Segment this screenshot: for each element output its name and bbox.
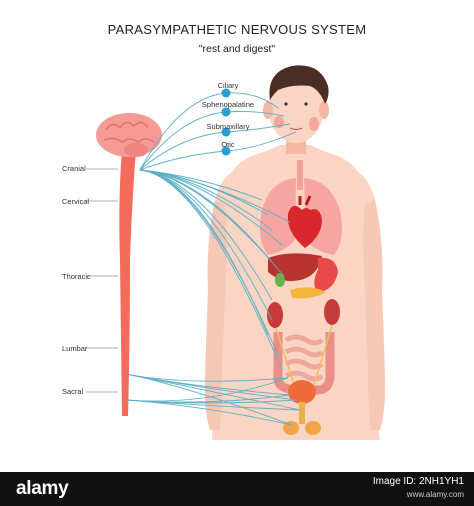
diagram-title: PARASYMPATHETIC NERVOUS SYSTEM	[107, 22, 367, 37]
ganglion-node	[221, 146, 231, 156]
cranial-nerve-to-face	[225, 123, 291, 133]
right-kidney	[324, 299, 340, 325]
cranial-nerve-fiber	[139, 150, 227, 171]
vagus-nerve-fiber	[139, 169, 283, 371]
label-ciliary: Ciliary	[217, 81, 239, 90]
cranial-nerve-to-face	[225, 92, 279, 109]
diagram-canvas	[86, 65, 386, 440]
cranial-nerve-to-face	[225, 131, 297, 152]
label-lumbar: Lumbar	[62, 344, 88, 353]
label-sacral: Sacral	[62, 387, 84, 396]
cranial-nerve-to-face	[225, 111, 285, 117]
spine-level-ticks	[86, 168, 118, 393]
label-thoracic: Thoracic	[62, 272, 91, 281]
ganglion-node	[221, 88, 231, 98]
sacral-nerve-fiber	[125, 399, 293, 426]
left-kidney	[267, 302, 283, 328]
ganglion-node	[221, 107, 231, 117]
heart	[287, 205, 322, 248]
cranial-nerve-fiber	[139, 92, 227, 171]
ganglion-node	[221, 127, 231, 137]
brain-and-spine	[96, 113, 162, 416]
image-id: Image ID: 2NH1YH1	[372, 476, 464, 487]
label-cervical: Cervical	[62, 197, 90, 206]
bladder	[288, 380, 316, 404]
watermark-footer: alamy Image ID: 2NH1YH1 www.alamy.com	[0, 472, 474, 506]
stomach	[314, 257, 338, 292]
nerve-fibers	[125, 92, 301, 426]
left-lung	[260, 178, 296, 255]
sacral-nerve-fiber	[125, 377, 289, 402]
label-sphenopalatine: Sphenopalatine	[201, 100, 255, 109]
sacral-nerve-fiber	[125, 373, 293, 426]
image-id-block: Image ID: 2NH1YH1 www.alamy.com	[373, 475, 464, 501]
organs	[260, 160, 342, 435]
ganglia-nodes	[221, 88, 231, 156]
cranial-nerve-fiber	[139, 111, 227, 171]
sacral-nerve-fiber	[125, 373, 289, 382]
brand-logo: alamy	[16, 478, 69, 499]
diagram-subtitle: "rest and digest"	[198, 43, 276, 55]
small-intestine	[284, 334, 324, 382]
diagram-svg	[86, 65, 386, 440]
cranial-nerve-fiber	[139, 131, 227, 171]
label-otic: Otic	[221, 140, 235, 149]
label-cranial: Cranial	[62, 164, 86, 173]
image-url: www.alamy.com	[406, 490, 464, 499]
label-submaxillary: Submaxillary	[206, 122, 250, 131]
